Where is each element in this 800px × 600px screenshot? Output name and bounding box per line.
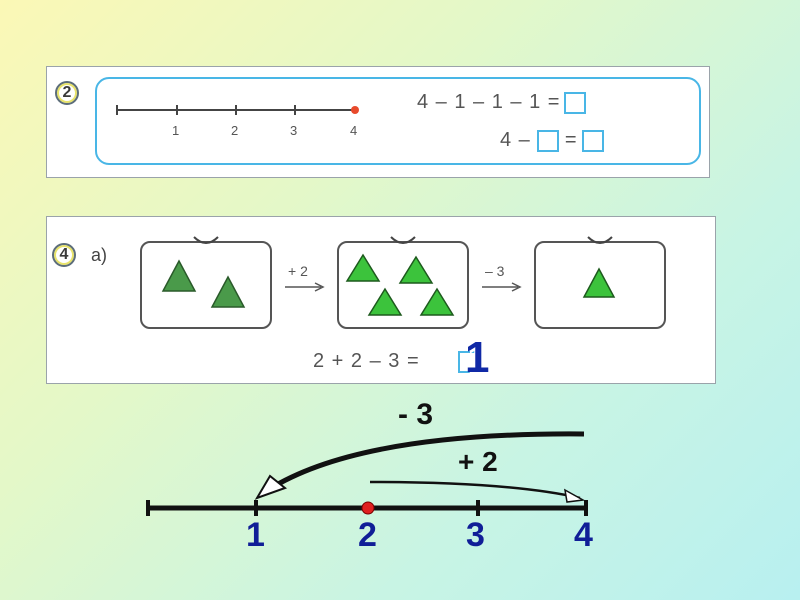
task2-tick-3: 3 — [290, 123, 298, 138]
set-box-1 — [140, 241, 272, 329]
task4-panel: 4 а) + 2 – 3 2 + 2 – 3 = 1 — [46, 216, 716, 384]
task2-eq1-text: 4 – 1 – 1 – 1 = — [417, 91, 561, 113]
task2-number-line — [116, 105, 359, 115]
number-line-label-1: 1 — [246, 516, 265, 554]
answer-box[interactable] — [458, 351, 480, 373]
task2-eq2-left: 4 – — [500, 129, 531, 151]
triangle — [419, 287, 455, 316]
task2-tick-2: 2 — [231, 123, 239, 138]
triangle — [398, 255, 434, 284]
answer-box[interactable] — [564, 91, 587, 114]
op-plus-2: + 2 — [288, 263, 308, 279]
task2-frame — [95, 77, 701, 165]
minus-3-label: - 3 — [398, 398, 434, 431]
minus-3-jump-arrow — [266, 431, 585, 493]
number-line-label-3: 3 — [466, 516, 485, 554]
task4-part-label: а) — [91, 245, 108, 265]
task2-tick-4: 4 — [350, 123, 358, 138]
task2-eq2-mid: = — [564, 129, 578, 151]
task4-drawing — [161, 236, 616, 316]
triangle — [367, 287, 403, 316]
task4-number: 4 — [52, 243, 76, 267]
plus-2-jump-arrow — [369, 480, 581, 500]
plus-2-arrowhead — [564, 488, 586, 503]
triangle — [210, 275, 246, 308]
minus-3-arrowhead — [254, 474, 288, 500]
task2-equation-2: 4 – = — [500, 129, 604, 152]
plus-2-label: + 2 — [458, 446, 498, 477]
triangle — [582, 267, 616, 298]
number-line-label-2: 2 — [358, 516, 377, 554]
op-minus-3: – 3 — [485, 263, 505, 279]
start-point-2 — [361, 501, 375, 515]
triangle — [345, 253, 381, 282]
answer-box[interactable] — [536, 129, 559, 152]
task2-equation-1: 4 – 1 – 1 – 1 = — [417, 91, 587, 114]
triangle — [161, 259, 197, 292]
task4-answer: 1 — [465, 333, 490, 382]
task4-equation: 2 + 2 – 3 = — [313, 350, 420, 373]
answer-box[interactable] — [581, 129, 604, 152]
task4-equation-text: 2 + 2 – 3 = — [313, 350, 420, 372]
task2-panel: 2 1 2 3 4 4 – 1 – 1 – 1 = 4 – = — [46, 66, 710, 178]
task2-number: 2 — [55, 81, 79, 105]
number-line-label-4: 4 — [574, 516, 593, 554]
task2-tick-1: 1 — [172, 123, 180, 138]
endpoint-dot — [351, 106, 359, 114]
